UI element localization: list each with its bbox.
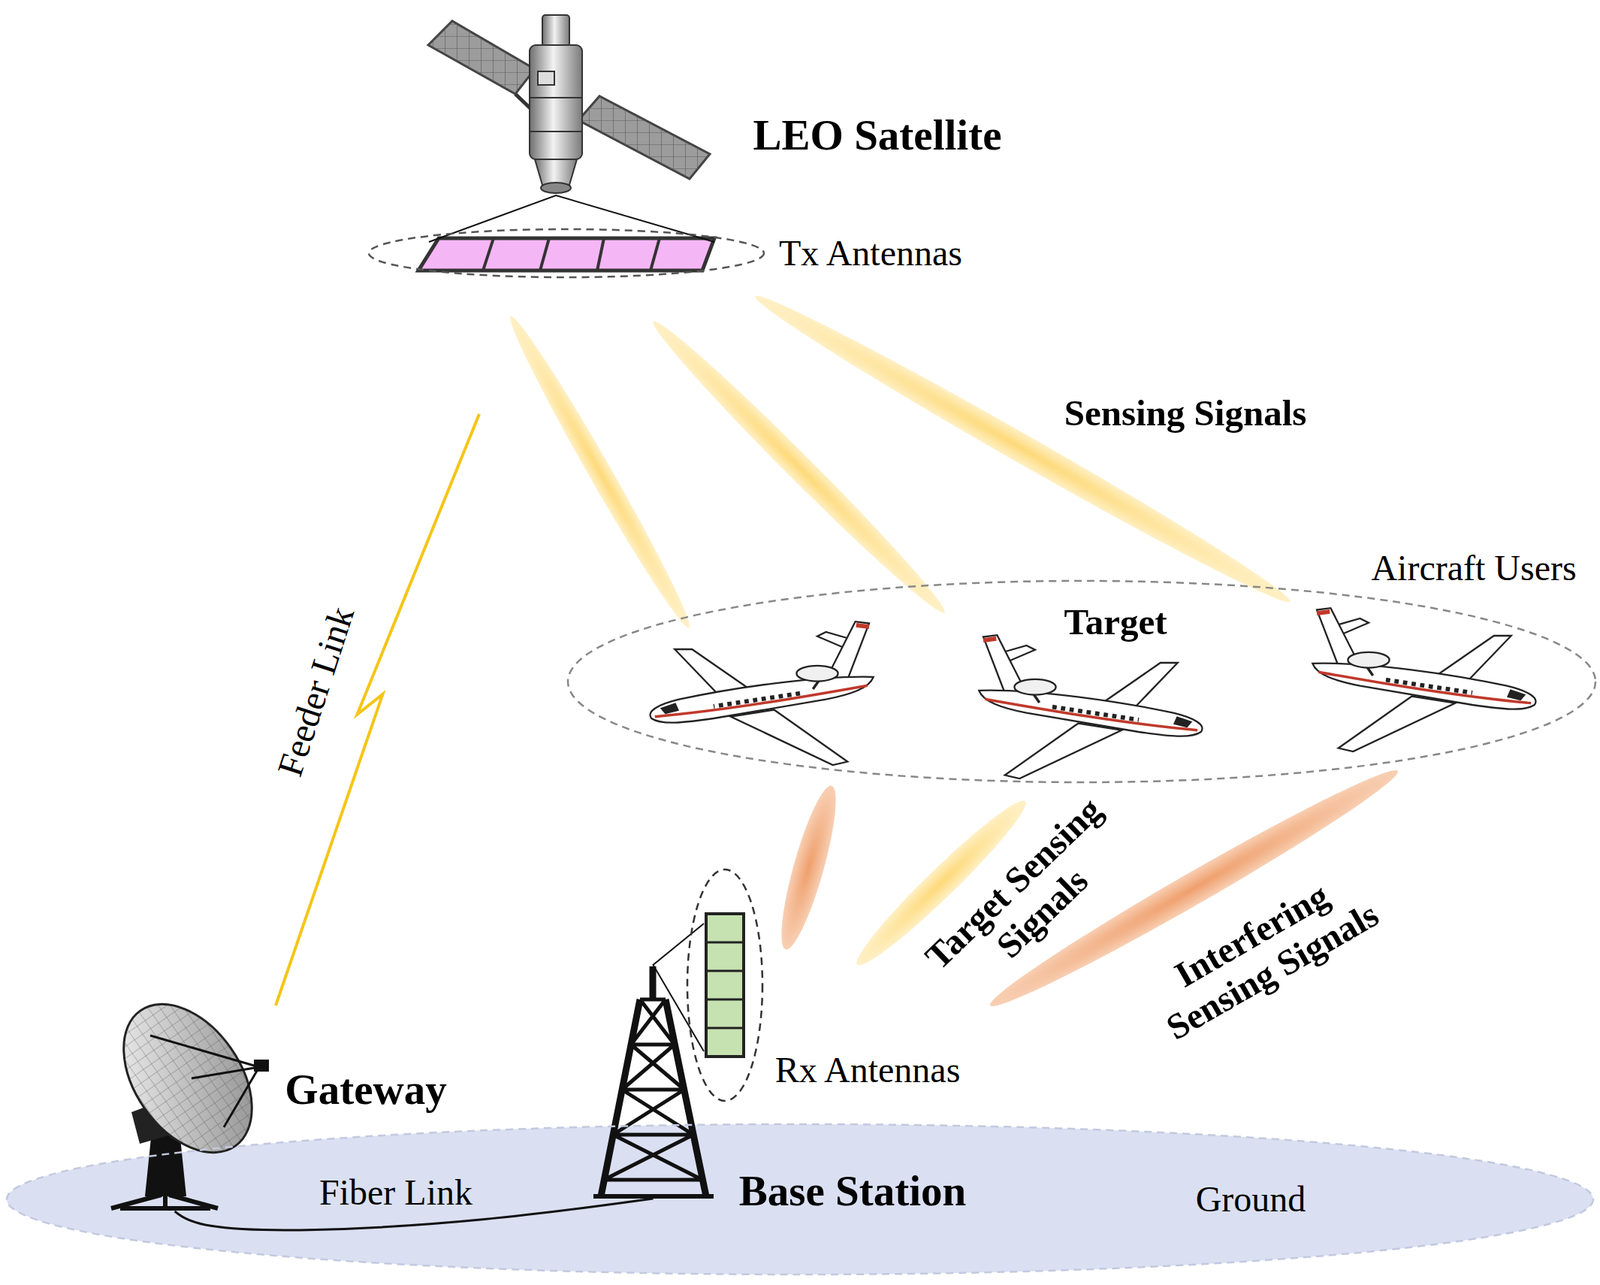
signal-label: Target Sensing Signals bbox=[906, 778, 1148, 1017]
link-label: Feeder Link bbox=[268, 601, 363, 782]
rx-antennas-ellipse: Rx Antennas bbox=[685, 867, 764, 1102]
rx-antenna-array bbox=[706, 941, 744, 1028]
satellite-icon bbox=[578, 96, 710, 179]
sensing-beam bbox=[501, 283, 1298, 634]
ellipse-outline bbox=[368, 229, 764, 278]
gateway-node: Gateway bbox=[107, 1005, 276, 1211]
tx-antennas-ellipse: Tx Antennas bbox=[367, 227, 766, 279]
aircraft-group-ellipse: Aircraft UsersTarget bbox=[566, 579, 1597, 784]
node-label: Tx Antennas bbox=[778, 232, 963, 274]
sensing-beam bbox=[644, 312, 954, 622]
ground-area bbox=[6, 1123, 1594, 1274]
base-station-node: Base Station bbox=[591, 964, 715, 1199]
gateway-dish bbox=[97, 980, 279, 1208]
base-station-tower bbox=[603, 999, 703, 1180]
ellipse-outline bbox=[685, 867, 764, 1102]
gateway-dish bbox=[150, 1035, 260, 1127]
gateway-dish bbox=[97, 980, 279, 1177]
rx-antenna-array bbox=[706, 913, 744, 1057]
ellipse-outline bbox=[367, 227, 766, 279]
tx-antenna-array bbox=[418, 238, 715, 271]
node-label: Target bbox=[1064, 600, 1168, 644]
sensing-beam bbox=[501, 310, 700, 634]
satellite-icon bbox=[534, 159, 577, 185]
ellipse-outline bbox=[687, 869, 763, 1101]
aircraft-icon bbox=[978, 634, 1202, 779]
satellite-icon bbox=[537, 71, 555, 85]
link-label: Fiber Link bbox=[319, 1171, 473, 1213]
ellipse-outline bbox=[567, 580, 1596, 782]
satellite-icon bbox=[428, 15, 710, 194]
node-label: Ground bbox=[1195, 1177, 1307, 1220]
gateway-dish bbox=[111, 1194, 218, 1208]
rx-antenna-array bbox=[706, 913, 744, 1057]
gateway-dish bbox=[253, 1059, 269, 1072]
node-label: Rx Antennas bbox=[775, 1048, 961, 1090]
ellipse-outline bbox=[6, 1123, 1594, 1274]
aircraft-icon bbox=[1312, 607, 1536, 752]
signal-label: Sensing Signals bbox=[1064, 392, 1308, 435]
signal-label: Interfering Sensing Signals bbox=[1130, 852, 1394, 1053]
antenna-feed-line bbox=[428, 195, 715, 242]
node-label: LEO Satellite bbox=[753, 110, 1003, 160]
antenna-feed-line bbox=[653, 923, 705, 1051]
sensing-beam bbox=[748, 283, 1298, 614]
satellite-icon bbox=[428, 21, 535, 94]
node-label: Gateway bbox=[284, 1064, 447, 1114]
satellite-node: LEO Satellite bbox=[424, 11, 714, 196]
reflected-beam bbox=[771, 781, 847, 953]
base-station-tower bbox=[593, 966, 714, 1196]
tx-antenna-array bbox=[483, 238, 660, 271]
satellite-icon bbox=[529, 45, 583, 160]
base-station-tower bbox=[600, 966, 707, 1196]
satellite-icon bbox=[529, 97, 583, 132]
satellite-icon bbox=[578, 96, 710, 179]
node-label: Base Station bbox=[739, 1165, 967, 1216]
tx-antenna-array bbox=[418, 238, 715, 271]
node-label: Aircraft Users bbox=[1370, 546, 1576, 589]
base-station-tower bbox=[593, 1193, 714, 1199]
gateway-dish bbox=[97, 980, 279, 1177]
aircraft-icon bbox=[650, 621, 874, 765]
satellite-icon bbox=[428, 21, 535, 94]
target-aircraft: Target bbox=[976, 642, 1202, 755]
satellite-icon bbox=[542, 15, 570, 47]
satellite-icon bbox=[540, 182, 571, 194]
ground-ellipse: GroundGatewayBase Station bbox=[5, 1122, 1595, 1276]
